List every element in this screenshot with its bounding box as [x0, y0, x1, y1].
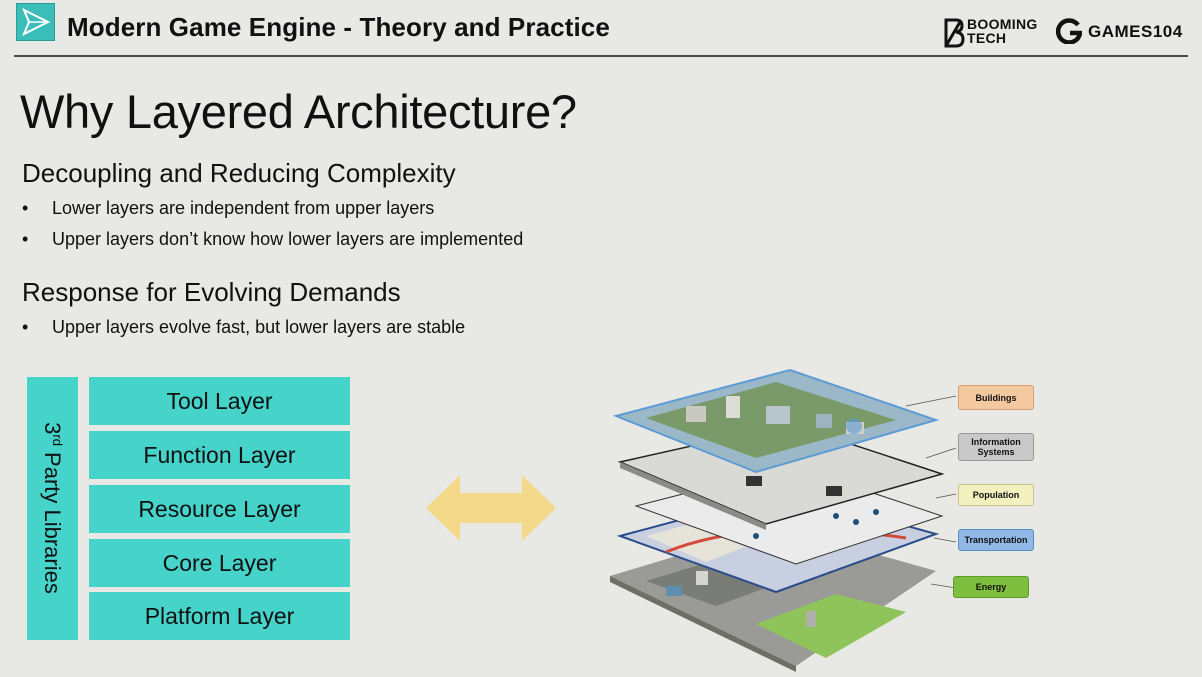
play-logo-icon [16, 3, 55, 41]
brand-games-text: GAMES104 [1088, 22, 1183, 41]
platform-layer: Platform Layer [89, 592, 350, 640]
course-title: Modern Game Engine - Theory and Practice [67, 12, 610, 42]
tag-buildings: Buildings [958, 385, 1034, 410]
games104-logo: GAMES104 [1055, 18, 1182, 46]
function-layer: Function Layer [89, 431, 350, 479]
header-divider [14, 55, 1188, 57]
slide-title: Why Layered Architecture? [20, 85, 577, 138]
games-g-icon [1055, 18, 1083, 45]
booming-b-icon [944, 18, 965, 48]
tool-layer: Tool Layer [89, 377, 350, 425]
double-arrow-icon [426, 473, 556, 548]
booming-tech-logo: BOOMING TECH [943, 17, 1037, 48]
brand-booming-text: BOOMING [967, 16, 1038, 32]
tag-energy: Energy [953, 576, 1029, 598]
core-layer: Core Layer [89, 539, 350, 587]
layered-city-illustration: Buildings Information Systems Population… [606, 366, 1036, 677]
slide-header: Modern Game Engine - Theory and Practice… [0, 0, 1202, 57]
section-heading-decoupling: Decoupling and Reducing Complexity [22, 158, 456, 188]
resource-layer: Resource Layer [89, 485, 350, 533]
tag-information-systems: Information Systems [958, 433, 1034, 461]
third-party-libraries-bar [27, 377, 78, 640]
section-heading-evolving: Response for Evolving Demands [22, 277, 401, 307]
brand-tech-text: TECH [967, 30, 1007, 46]
third-party-libraries-label: 3rd Party Libraries [39, 422, 66, 594]
tag-transportation: Transportation [958, 529, 1034, 551]
tag-population: Population [958, 484, 1034, 506]
